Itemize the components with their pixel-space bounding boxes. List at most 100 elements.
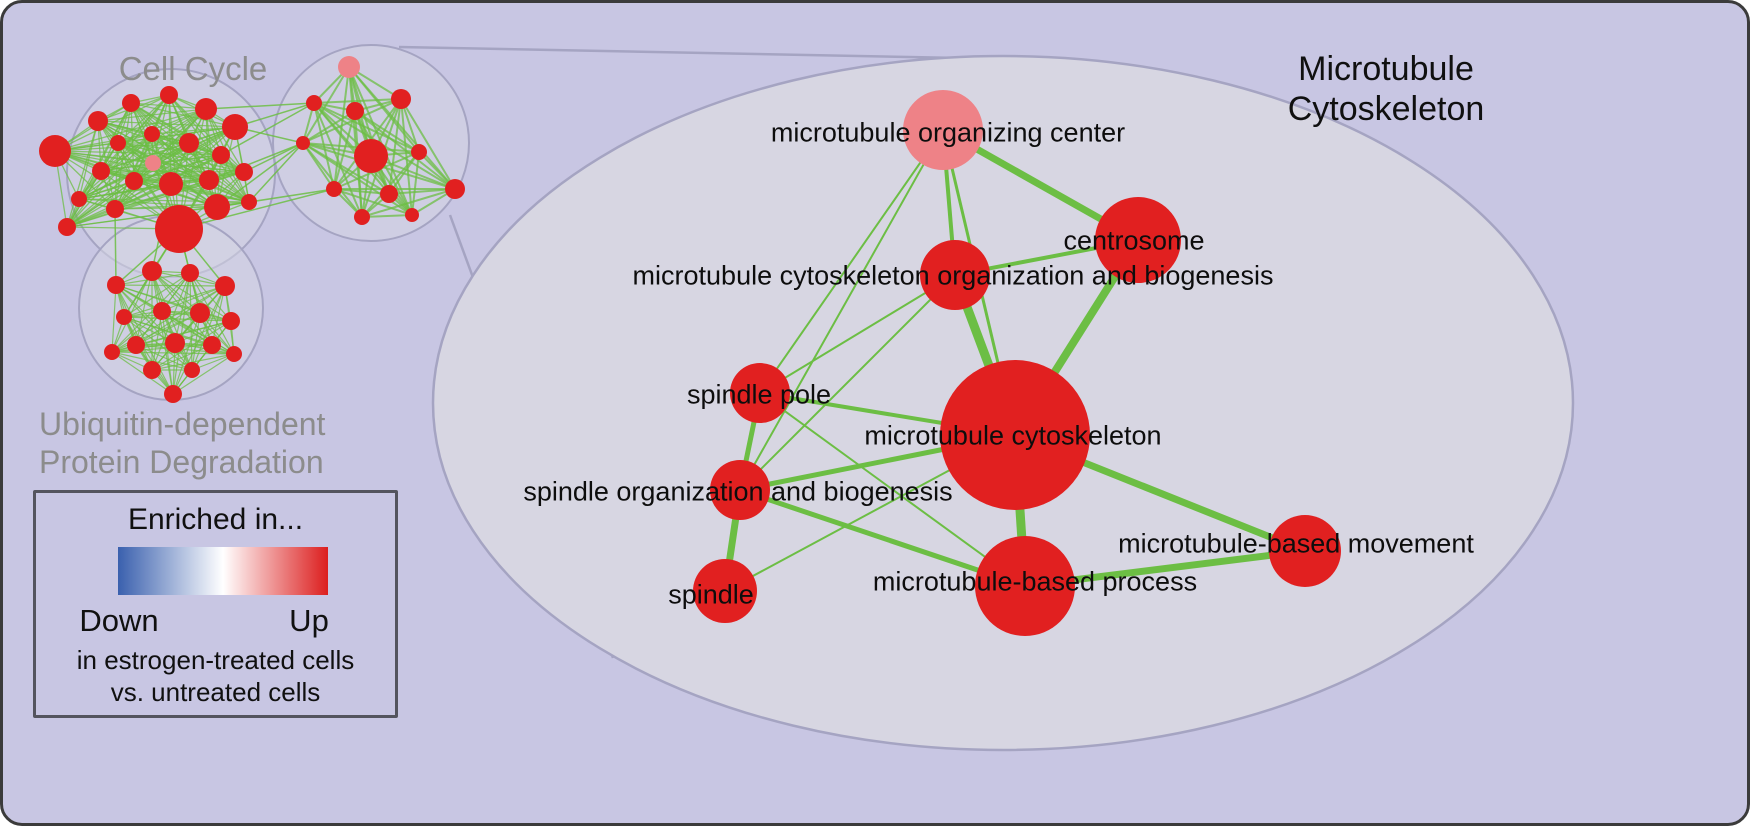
overview-edge xyxy=(66,133,153,228)
overview-edge xyxy=(130,102,207,110)
overview-edge xyxy=(111,310,163,353)
overview-edge xyxy=(168,94,222,156)
overview-edge xyxy=(211,285,226,346)
overview-edge xyxy=(130,102,236,128)
overview-node xyxy=(405,208,419,222)
overview-node xyxy=(296,136,310,150)
zoom-edge xyxy=(739,487,1026,589)
overview-node xyxy=(354,209,370,225)
overview-node xyxy=(338,56,360,78)
overview-node xyxy=(380,185,398,203)
network-canvas xyxy=(39,44,1575,752)
overview-node xyxy=(235,163,253,181)
overview-node xyxy=(39,135,71,167)
zoom-node xyxy=(693,559,757,623)
overview-edge xyxy=(216,142,304,208)
overview-edge xyxy=(111,312,201,353)
zoom-cluster-title: Microtubule Cytoskeleton xyxy=(1288,49,1485,129)
overview-edge xyxy=(189,272,232,322)
overview-node xyxy=(92,162,110,180)
legend-subtitle-line1: in estrogen-treated cells xyxy=(76,645,355,675)
zoom-node xyxy=(730,363,790,423)
overview-node xyxy=(127,336,145,354)
node-label-spindle: spindle xyxy=(668,579,754,610)
overview-edge xyxy=(388,188,456,195)
legend-subtitle-line2: vs. untreated cells xyxy=(110,677,321,707)
overview-edge xyxy=(220,102,315,156)
overview-edge xyxy=(151,270,174,395)
node-label-spindle-organization: spindle organization and biogenesis xyxy=(523,476,953,507)
cluster-label-cell-cycle: Cell Cycle xyxy=(118,50,268,87)
node-label-microtubule-organizing-center: microtubule organizing center xyxy=(770,117,1126,148)
zoom-node xyxy=(920,240,990,310)
overview-edge xyxy=(168,94,250,203)
overview-edge xyxy=(115,284,232,322)
zoom-node xyxy=(1095,197,1181,283)
overview-node xyxy=(155,205,203,253)
overview-node xyxy=(107,276,125,294)
overview-edge xyxy=(348,66,456,190)
overview-node xyxy=(143,361,161,379)
overview-edge xyxy=(234,102,315,128)
node-label-microtubule-cytoskeleton-organization: microtubule cytoskeleton organization an… xyxy=(632,260,1274,291)
ubiquitin-label-line1: Ubiquitin-dependent xyxy=(39,406,326,442)
overview-edge xyxy=(114,208,117,286)
overview-edge xyxy=(117,94,170,144)
overview-edge xyxy=(361,151,420,218)
zoom-title-line2: Cytoskeleton xyxy=(1287,90,1485,129)
overview-node xyxy=(71,191,87,207)
overview-edge xyxy=(348,66,413,216)
overview-edge xyxy=(172,353,235,395)
overview-node xyxy=(184,362,200,378)
zoom-edge xyxy=(739,129,944,491)
overview-node xyxy=(204,194,230,220)
overview-edge xyxy=(100,170,210,181)
overview-edge xyxy=(216,188,335,208)
overview-edge xyxy=(66,120,99,228)
overview-node xyxy=(181,264,199,282)
ubiquitin-label-line2: Protein Degradation xyxy=(39,444,324,481)
legend-box: Enriched in... Down Up in estrogen-treat… xyxy=(33,490,398,718)
overview-edge xyxy=(151,344,213,371)
zoom-edge xyxy=(759,274,956,394)
overview-node xyxy=(226,346,242,362)
zoom-edge xyxy=(739,274,956,491)
overview-edge xyxy=(161,285,226,312)
overview-node xyxy=(110,135,126,151)
overview-edge xyxy=(151,126,236,135)
zoom-node xyxy=(710,460,770,520)
overview-node xyxy=(122,94,140,112)
overview-edge xyxy=(205,108,245,173)
overview-node xyxy=(222,312,240,330)
overview-edge xyxy=(205,102,315,110)
overview-node xyxy=(195,98,217,120)
overview-edge xyxy=(302,98,402,144)
legend-gradient-bar xyxy=(118,547,328,595)
overview-node xyxy=(145,155,161,171)
overview-node xyxy=(346,102,364,120)
overview-node xyxy=(164,385,182,403)
overview-node xyxy=(125,172,143,190)
overview-edge xyxy=(111,351,174,395)
node-label-spindle-pole: spindle pole xyxy=(686,379,832,410)
overview-node xyxy=(153,302,171,320)
overview-node xyxy=(222,114,248,140)
zoom-node xyxy=(903,90,983,170)
overview-edge xyxy=(208,142,304,181)
zoom-edge xyxy=(759,129,944,394)
overview-edge xyxy=(248,142,304,203)
overview-edge xyxy=(123,272,191,318)
zoom-nodes xyxy=(693,90,1341,636)
overview-edge xyxy=(100,133,153,172)
overview-node xyxy=(199,170,219,190)
overview-node xyxy=(106,200,124,218)
node-label-centrosome: centrosome xyxy=(1063,225,1205,256)
overview-edge xyxy=(135,270,153,346)
overview-node xyxy=(190,303,210,323)
overview-node xyxy=(179,133,199,153)
overview-node xyxy=(445,179,465,199)
overview-edge xyxy=(66,180,135,228)
overview-edge xyxy=(117,126,236,144)
overview-edge xyxy=(400,98,456,190)
